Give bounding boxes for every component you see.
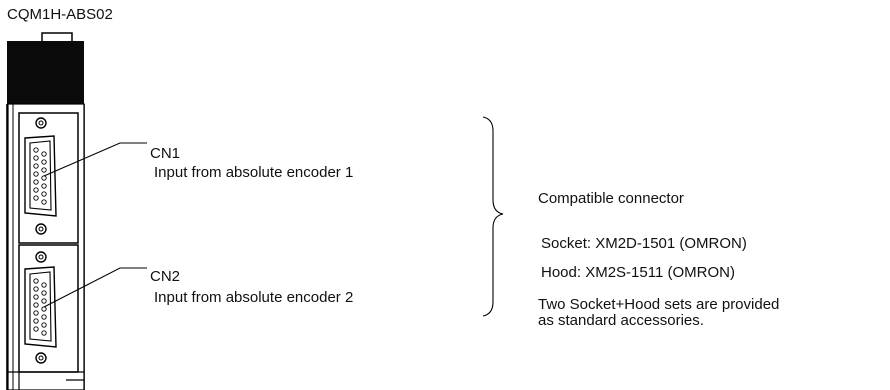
screw-icon bbox=[35, 352, 47, 364]
cn1-description: Input from absolute encoder 1 bbox=[154, 164, 354, 181]
cn1-leader-line bbox=[43, 142, 147, 177]
screw-icon bbox=[35, 223, 47, 235]
screw-icon bbox=[35, 117, 47, 129]
compatible-connector-heading: Compatible connector bbox=[538, 190, 684, 207]
cn1-label: CN1 bbox=[150, 145, 181, 162]
screw-icon bbox=[35, 251, 47, 263]
grouping-brace bbox=[482, 116, 504, 317]
module-bottom-edge bbox=[7, 371, 84, 390]
cn1-dsub-connector bbox=[24, 135, 57, 217]
cn2-label: CN2 bbox=[150, 268, 181, 285]
cn2-leader-line bbox=[43, 267, 147, 308]
accessories-note: Two Socket+Hood sets are provided as sta… bbox=[538, 296, 780, 329]
cn2-description: Input from absolute encoder 2 bbox=[154, 289, 354, 306]
cn2-dsub-connector bbox=[24, 266, 57, 348]
hood-model: Hood: XM2S-1511 (OMRON) bbox=[541, 264, 735, 281]
socket-model: Socket: XM2D-1501 (OMRON) bbox=[541, 235, 747, 252]
module-header-block bbox=[7, 41, 84, 104]
module-title: CQM1H-ABS02 bbox=[7, 6, 113, 23]
